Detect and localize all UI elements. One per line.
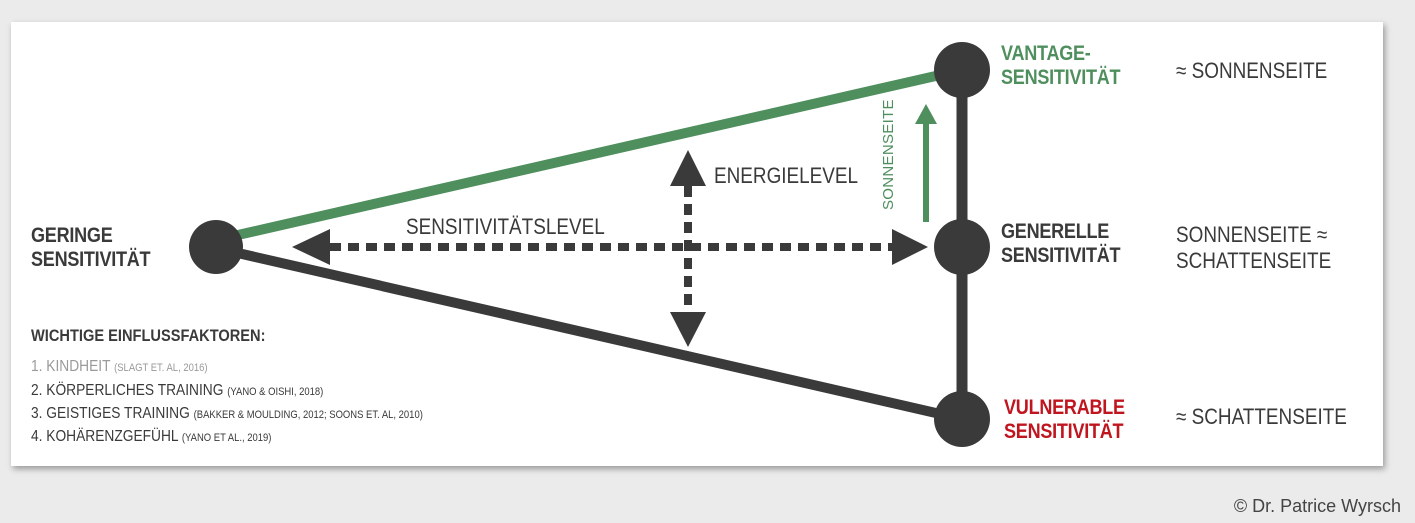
node-generelle <box>934 219 990 275</box>
sensitivity-arrow-right <box>892 229 928 265</box>
label-generelle-line1: GENERELLE <box>1001 220 1110 243</box>
label-vantage-line1: VANTAGE- <box>1001 42 1091 65</box>
sun-arrow-head <box>915 104 937 124</box>
factors-title: WICHTIGE EINFLUSSFAKTOREN: <box>31 326 266 345</box>
label-vantage-line2: SENSITIVITÄT <box>1001 66 1121 89</box>
sensitivity-arrow-left <box>292 229 330 265</box>
node-vulnerable <box>934 391 990 447</box>
side-label-bottom: ≈ SCHATTENSEITE <box>1176 404 1347 430</box>
energy-level-label: ENERGIELEVEL <box>714 163 859 188</box>
side-label-middle-line2: SCHATTENSEITE <box>1176 248 1332 273</box>
factor-citation: (YANO ET AL., 2019) <box>181 432 272 444</box>
node-vantage <box>934 42 990 98</box>
side-label-middle: SONNENSEITE ≈ SCHATTENSEITE <box>1176 222 1331 274</box>
label-geringe-line2: SENSITIVITÄT <box>31 248 151 271</box>
node-geringe <box>189 220 243 274</box>
label-vulnerable-line2: SENSITIVITÄT <box>1004 420 1124 443</box>
side-label-middle-line1: SONNENSEITE ≈ <box>1176 222 1328 247</box>
label-vantage: VANTAGE- SENSITIVITÄT <box>1001 42 1121 90</box>
factor-label: 4. KOHÄRENZGEFÜHL <box>31 428 179 445</box>
factor-citation: (SLAGT ET. AL, 2016) <box>114 362 208 374</box>
sensitivity-level-label: SENSITIVITÄTSLEVEL <box>406 214 605 239</box>
energy-arrow-down <box>670 312 706 347</box>
factor-item: 2. KÖRPERLICHES TRAINING (YANO & OISHI, … <box>31 382 323 400</box>
factor-citation: (BAKKER & MOULDING, 2012; SOONS ET. AL, … <box>193 409 423 421</box>
side-label-top-text: ≈ SONNENSEITE <box>1176 58 1328 83</box>
energy-arrow-up <box>670 150 706 186</box>
label-generelle: GENERELLE SENSITIVITÄT <box>1001 220 1121 268</box>
label-geringe: GERINGE SENSITIVITÄT <box>31 224 151 272</box>
factor-item: 1. KINDHEIT (SLAGT ET. AL, 2016) <box>31 358 208 376</box>
factor-citation: (YANO & OISHI, 2018) <box>227 386 324 398</box>
factor-item: 3. GEISTIGES TRAINING (BAKKER & MOULDING… <box>31 405 423 423</box>
label-geringe-line1: GERINGE <box>31 224 113 247</box>
label-vulnerable-line1: VULNERABLE <box>1004 396 1125 419</box>
sun-side-vertical-label: SONNENSEITE <box>880 99 897 210</box>
factor-label: 2. KÖRPERLICHES TRAINING <box>31 382 224 399</box>
label-generelle-line2: SENSITIVITÄT <box>1001 244 1121 267</box>
vantage-line <box>211 65 967 245</box>
factor-item: 4. KOHÄRENZGEFÜHL (YANO ET AL., 2019) <box>31 428 271 446</box>
factor-label: 1. KINDHEIT <box>31 358 111 375</box>
copyright-notice: © Dr. Patrice Wyrsch <box>1233 496 1401 516</box>
label-vulnerable: VULNERABLE SENSITIVITÄT <box>1004 396 1125 444</box>
factor-label: 3. GEISTIGES TRAINING <box>31 405 190 422</box>
side-label-bottom-text: ≈ SCHATTENSEITE <box>1176 404 1347 429</box>
side-label-top: ≈ SONNENSEITE <box>1176 58 1327 84</box>
vulnerable-line <box>211 243 967 424</box>
